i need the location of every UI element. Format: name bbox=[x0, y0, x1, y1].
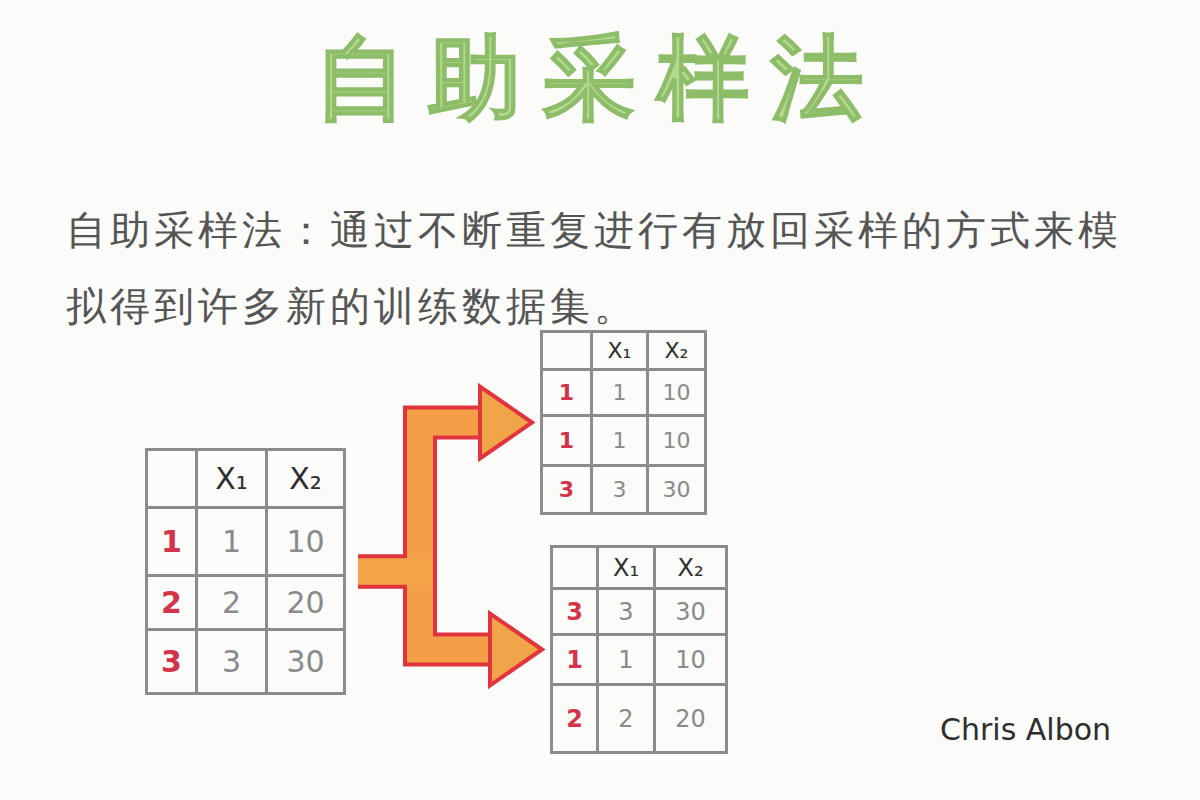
table-cell: 10 bbox=[649, 417, 707, 467]
cell-text: X₂ bbox=[665, 338, 689, 363]
cell-text: 30 bbox=[286, 644, 324, 679]
cell-text: 3 bbox=[566, 598, 583, 626]
cell-text: 10 bbox=[663, 428, 691, 453]
cell-text: X₂ bbox=[289, 461, 322, 496]
table-cell: 30 bbox=[656, 590, 728, 636]
arrow-body bbox=[358, 423, 484, 572]
cell-text: 3 bbox=[618, 598, 633, 626]
row-index: 3 bbox=[148, 631, 198, 695]
arrow-head bbox=[490, 614, 542, 686]
column-header: X₁ bbox=[599, 548, 656, 590]
table-cell: 30 bbox=[268, 631, 346, 695]
data-table: X₁ X₂ 1 1 10 2 2 20 3 3 30 bbox=[145, 448, 346, 695]
arrow-outline bbox=[358, 423, 484, 572]
table-corner bbox=[148, 451, 198, 509]
cell-text: 1 bbox=[566, 646, 583, 674]
table-cell: 1 bbox=[198, 509, 268, 577]
split-arrow bbox=[358, 423, 484, 572]
table-cell: 1 bbox=[599, 636, 656, 686]
column-header: X₂ bbox=[656, 548, 728, 590]
cell-text: 2 bbox=[161, 585, 182, 620]
cell-text: 20 bbox=[675, 705, 706, 733]
cell-text: 1 bbox=[613, 428, 627, 453]
row-index: 3 bbox=[543, 467, 593, 515]
cell-text: 1 bbox=[161, 524, 182, 559]
table-cell: 20 bbox=[268, 577, 346, 631]
table-cell: 3 bbox=[599, 590, 656, 636]
table-cell: 3 bbox=[198, 631, 268, 695]
row-index: 2 bbox=[553, 686, 599, 754]
table-cell: 1 bbox=[593, 417, 649, 467]
cell-text: 1 bbox=[559, 380, 574, 405]
cell-text: X₁ bbox=[613, 554, 639, 582]
data-table: X₁ X₂ 3 3 30 1 1 10 2 2 20 bbox=[550, 545, 728, 754]
row-index: 1 bbox=[553, 636, 599, 686]
cell-text: 10 bbox=[675, 646, 706, 674]
arrow-head bbox=[480, 387, 532, 459]
cell-text: 3 bbox=[222, 644, 241, 679]
row-index: 1 bbox=[543, 371, 593, 417]
table-cell: 10 bbox=[268, 509, 346, 577]
column-header: X₂ bbox=[268, 451, 346, 509]
table-cell: 2 bbox=[599, 686, 656, 754]
data-table: X₁ X₂ 1 1 10 1 1 10 3 3 30 bbox=[540, 330, 707, 515]
arrow-outline bbox=[358, 572, 494, 650]
cell-text: 10 bbox=[286, 524, 324, 559]
row-index: 2 bbox=[148, 577, 198, 631]
cell-text: 3 bbox=[613, 477, 627, 502]
cell-text: 3 bbox=[161, 644, 182, 679]
table-cell: 10 bbox=[656, 636, 728, 686]
table-cell: 2 bbox=[198, 577, 268, 631]
table-corner bbox=[553, 548, 599, 590]
cell-text: 20 bbox=[286, 585, 324, 620]
arrow-body bbox=[358, 572, 494, 650]
cell-text: 1 bbox=[222, 524, 241, 559]
row-index: 3 bbox=[553, 590, 599, 636]
cell-text: 30 bbox=[663, 477, 691, 502]
caption: 自助采样法：通过不断重复进行有放回采样的方式来模拟得到许多新的训练数据集。 bbox=[66, 192, 1146, 344]
cell-text: 2 bbox=[618, 705, 633, 733]
table-cell: 20 bbox=[656, 686, 728, 754]
cell-text: 3 bbox=[559, 477, 574, 502]
column-header: X₁ bbox=[198, 451, 268, 509]
cell-text: 1 bbox=[618, 646, 633, 674]
signature: Chris Albon bbox=[940, 712, 1111, 747]
cell-text: X₂ bbox=[677, 554, 703, 582]
column-header: X₂ bbox=[649, 333, 707, 371]
table-cell: 1 bbox=[593, 371, 649, 417]
cell-text: 30 bbox=[675, 598, 706, 626]
table-cell: 3 bbox=[593, 467, 649, 515]
column-header: X₁ bbox=[593, 333, 649, 371]
cell-text: X₁ bbox=[608, 338, 632, 363]
cell-text: 2 bbox=[222, 585, 241, 620]
table-cell: 30 bbox=[649, 467, 707, 515]
row-index: 1 bbox=[543, 417, 593, 467]
table-corner bbox=[543, 333, 593, 371]
cell-text: 1 bbox=[613, 380, 627, 405]
cell-text: 1 bbox=[559, 428, 574, 453]
table-cell: 10 bbox=[649, 371, 707, 417]
split-arrow bbox=[358, 572, 494, 650]
row-index: 1 bbox=[148, 509, 198, 577]
title: 自助采样法 bbox=[0, 28, 1200, 129]
cell-text: X₁ bbox=[215, 461, 248, 496]
cell-text: 10 bbox=[663, 380, 691, 405]
cell-text: 2 bbox=[566, 705, 583, 733]
